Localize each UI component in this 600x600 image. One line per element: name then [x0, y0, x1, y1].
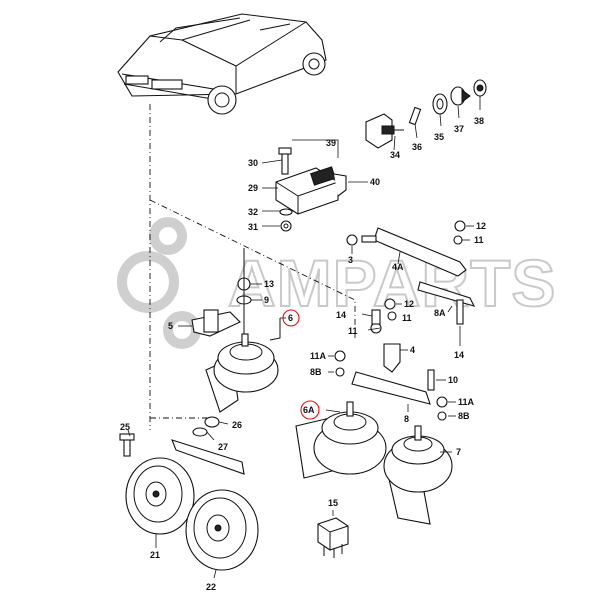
callout-30: 30 [248, 158, 258, 168]
callout-11-mid: 11 [402, 313, 412, 323]
horn-6 [205, 318, 281, 413]
highlight-ring-6 [282, 309, 300, 327]
horn-22 [185, 489, 259, 571]
callout-22: 22 [206, 582, 216, 592]
callout-8: 8 [404, 414, 409, 424]
callout-8B-left: 8B [310, 367, 322, 377]
callout-12-top: 12 [476, 221, 486, 231]
callout-11A-right: 11A [458, 397, 475, 407]
leader-lines [127, 96, 481, 579]
callout-32: 32 [248, 207, 258, 217]
callout-13: 13 [264, 279, 274, 289]
callout-34: 34 [390, 150, 400, 160]
callout-9: 9 [264, 295, 269, 305]
callout-26: 26 [232, 420, 242, 430]
callout-25: 25 [120, 422, 130, 432]
callout-10: 10 [448, 375, 458, 385]
callout-12-mid: 12 [404, 299, 414, 309]
callout-27: 27 [218, 442, 228, 452]
horn-7 [383, 425, 453, 525]
callout-4A: 4A [392, 262, 404, 272]
callout-8B-right: 8B [458, 411, 470, 421]
callout-6: 6 [288, 313, 293, 323]
callout-37: 37 [454, 124, 464, 134]
highlight-ring-6A [300, 400, 320, 420]
callout-5: 5 [168, 321, 173, 331]
connector-set [365, 79, 487, 149]
callout-31: 31 [248, 222, 258, 232]
callout-39: 39 [326, 138, 336, 148]
callout-15: 15 [328, 498, 338, 508]
callout-35: 35 [434, 132, 444, 142]
horn-21 [125, 457, 195, 535]
callout-8A: 8A [434, 308, 446, 318]
horn-bracket-upper [346, 220, 476, 334]
callout-4: 4 [410, 345, 415, 355]
callout-labels: 39 30 29 32 31 40 34 36 35 37 38 12 11 3… [120, 116, 486, 592]
callout-11-top: 11 [474, 235, 484, 245]
callout-6A: 6A [303, 405, 315, 415]
car-illustration [117, 13, 327, 115]
callout-36: 36 [412, 142, 422, 152]
callout-11A-left: 11A [310, 351, 327, 361]
callout-14-left: 14 [336, 310, 346, 320]
callout-29: 29 [248, 183, 258, 193]
callout-14-right: 14 [454, 350, 464, 360]
relay-15 [317, 517, 349, 558]
callout-11-low: 11 [348, 326, 358, 336]
callout-40: 40 [370, 177, 380, 187]
callout-7: 7 [456, 447, 461, 457]
callout-3: 3 [348, 255, 353, 265]
callout-21: 21 [150, 550, 160, 560]
horn-bracket-lower [334, 343, 448, 421]
callout-38: 38 [474, 116, 484, 126]
relay-bracket-assembly [275, 147, 347, 232]
horn-6A [295, 401, 387, 479]
